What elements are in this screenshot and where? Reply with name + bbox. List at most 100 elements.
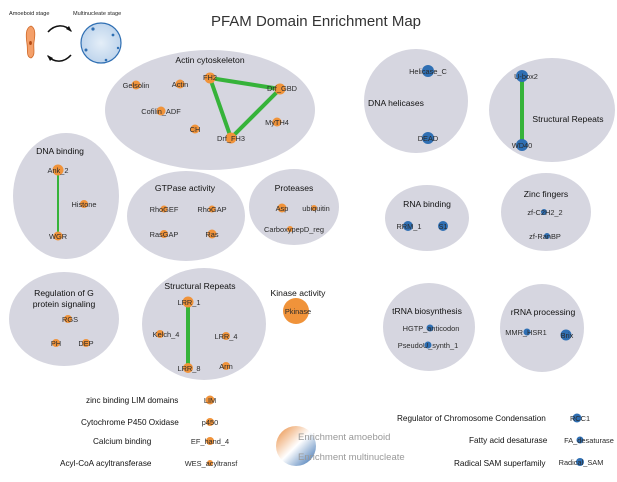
node-s1-label: S1 xyxy=(438,222,447,231)
node-lrr8-label: LRR_8 xyxy=(177,364,200,373)
edge-fh2-drf-fh3 xyxy=(208,77,233,139)
stage-icons: Amoeboid stage Multinucleate stage xyxy=(9,11,122,64)
node-rcc1[interactable] xyxy=(572,413,582,423)
node-rrm1[interactable] xyxy=(403,221,413,231)
singleton-rcc1: Regulator of Chromosome Condensation RCC… xyxy=(397,413,590,423)
node-histone[interactable] xyxy=(80,200,88,208)
node-zfranbp[interactable] xyxy=(544,233,550,239)
singleton-efhand-category: Calcium binding xyxy=(93,437,152,446)
node-rhogef-label: RhoGEF xyxy=(150,205,179,214)
node-rcc1-label: RCC1 xyxy=(570,414,590,423)
node-p450[interactable] xyxy=(206,418,214,426)
cluster-actin: Actin cytoskeleton Gelsolin Actin FH2 Dr… xyxy=(105,50,315,170)
node-wes[interactable] xyxy=(207,460,213,466)
node-lrr1-label: LRR_1 xyxy=(177,298,200,307)
cluster-actin-region xyxy=(105,50,315,170)
map-title: PFAM Domain Enrichment Map xyxy=(211,13,421,30)
node-asp[interactable] xyxy=(277,203,287,213)
multinucleate-stage-label: Multinucleate stage xyxy=(73,11,121,17)
node-lim[interactable] xyxy=(205,395,215,405)
node-lrr4-label: LRR_4 xyxy=(214,332,237,341)
node-efhand[interactable] xyxy=(206,437,214,445)
node-kelch4-label: Kelch_4 xyxy=(153,330,180,339)
cluster-zinc-fingers: Zinc fingers zf-C2H2_2 zf-RanBP xyxy=(501,173,591,251)
cluster-trna: tRNA biosynthesis HGTP_anticodon PseudoU… xyxy=(383,283,475,371)
cluster-actin-label: Actin cytoskeleton xyxy=(175,55,244,65)
node-lrr4[interactable] xyxy=(222,332,230,340)
node-rgs[interactable] xyxy=(64,315,72,323)
cluster-gtpase-region xyxy=(127,171,245,261)
node-ras[interactable] xyxy=(207,229,217,239)
node-drf-fh3[interactable] xyxy=(225,132,237,144)
cluster-rrna: rRNA processing MMR_HSR1 Brix xyxy=(500,284,584,372)
node-lrr1[interactable] xyxy=(182,296,194,308)
cluster-gtpase: GTPase activity RhoGEF RhoGAP RasGAP Ras xyxy=(127,171,245,261)
cluster-helicases-region xyxy=(364,49,468,153)
node-radsam[interactable] xyxy=(576,458,584,466)
node-fades-label: FA_desaturase xyxy=(564,436,614,445)
node-pseudou-label: PseudoU_synth_1 xyxy=(398,341,458,350)
node-ubox[interactable] xyxy=(516,70,528,82)
node-brix-label: Brix xyxy=(561,331,574,340)
node-myth4-label: MyTH4 xyxy=(265,118,289,127)
node-carboxypepd[interactable] xyxy=(287,226,293,232)
node-zfc2h2-label: zf-C2H2_2 xyxy=(527,208,562,217)
node-fh2[interactable] xyxy=(204,72,216,84)
node-fades[interactable] xyxy=(576,436,584,444)
node-ank2[interactable] xyxy=(52,164,64,176)
node-actin[interactable] xyxy=(175,79,185,89)
node-efhand-label: EF_hand_4 xyxy=(191,437,229,446)
node-wgr[interactable] xyxy=(53,231,63,241)
node-ph[interactable] xyxy=(52,339,60,347)
node-dead-label: DEAD xyxy=(418,134,439,143)
node-brix[interactable] xyxy=(560,329,572,341)
singleton-p450-category: Cytochrome P450 Oxidase xyxy=(81,418,179,427)
node-helicase-c[interactable] xyxy=(422,65,434,77)
node-zfc2h2[interactable] xyxy=(541,209,547,215)
cluster-structural-repeats-2-region xyxy=(142,268,266,380)
node-pkinase[interactable] xyxy=(283,298,309,324)
cluster-structural-repeats-1-label: Structural Repeats xyxy=(532,114,603,124)
node-wd40[interactable] xyxy=(516,139,528,151)
node-mmr[interactable] xyxy=(523,328,531,336)
node-ch[interactable] xyxy=(190,124,200,134)
singleton-wes-category: Acyl-CoA acyltransferase xyxy=(60,459,152,468)
node-fh2-label: FH2 xyxy=(203,73,217,82)
node-rhogap[interactable] xyxy=(208,205,216,213)
singleton-lim: zinc binding LIM domains LIM xyxy=(86,395,216,405)
node-myth4[interactable] xyxy=(272,117,282,127)
singleton-p450: Cytochrome P450 Oxidase p450 xyxy=(81,418,218,427)
node-mmr-label: MMR_HSR1 xyxy=(505,328,546,337)
cluster-helicases-label: DNA helicases xyxy=(368,98,424,108)
node-s1[interactable] xyxy=(438,221,448,231)
singleton-lim-category: zinc binding LIM domains xyxy=(86,396,178,405)
node-pkinase-label: Pkinase xyxy=(285,307,311,316)
node-zfranbp-label: zf-RanBP xyxy=(529,232,561,241)
edge-fh2-drf-gbd xyxy=(209,76,281,91)
node-ubox-label: U-box2 xyxy=(514,72,538,81)
node-wes-label: WES_acyltransf xyxy=(185,459,239,468)
cluster-rna-binding: RNA binding RRM_1 S1 xyxy=(385,185,469,251)
node-dep-label: DEP xyxy=(78,339,93,348)
node-kelch4[interactable] xyxy=(156,330,164,338)
node-gelsolin[interactable] xyxy=(131,80,141,90)
node-cofilin[interactable] xyxy=(156,106,166,116)
node-drf-fh3-label: Drf_FH3 xyxy=(217,134,245,143)
node-pseudou[interactable] xyxy=(424,341,432,349)
node-ubiquitin[interactable] xyxy=(311,205,317,211)
node-rasgap[interactable] xyxy=(160,230,168,238)
node-hgtp[interactable] xyxy=(426,324,434,332)
node-lrr8[interactable] xyxy=(183,363,193,373)
node-cofilin-label: Cofilin_ADF xyxy=(141,107,181,116)
node-dead[interactable] xyxy=(422,132,434,144)
node-drf-gbd[interactable] xyxy=(274,83,286,95)
node-dep[interactable] xyxy=(82,339,90,347)
cluster-gtpase-label: GTPase activity xyxy=(155,183,216,193)
node-arm[interactable] xyxy=(222,362,230,370)
node-ch-label: CH xyxy=(190,125,201,134)
cluster-rrna-region xyxy=(500,284,584,372)
node-gelsolin-label: Gelsolin xyxy=(123,81,150,90)
node-rhogef[interactable] xyxy=(160,205,168,213)
cluster-rna-binding-label: RNA binding xyxy=(403,199,451,209)
